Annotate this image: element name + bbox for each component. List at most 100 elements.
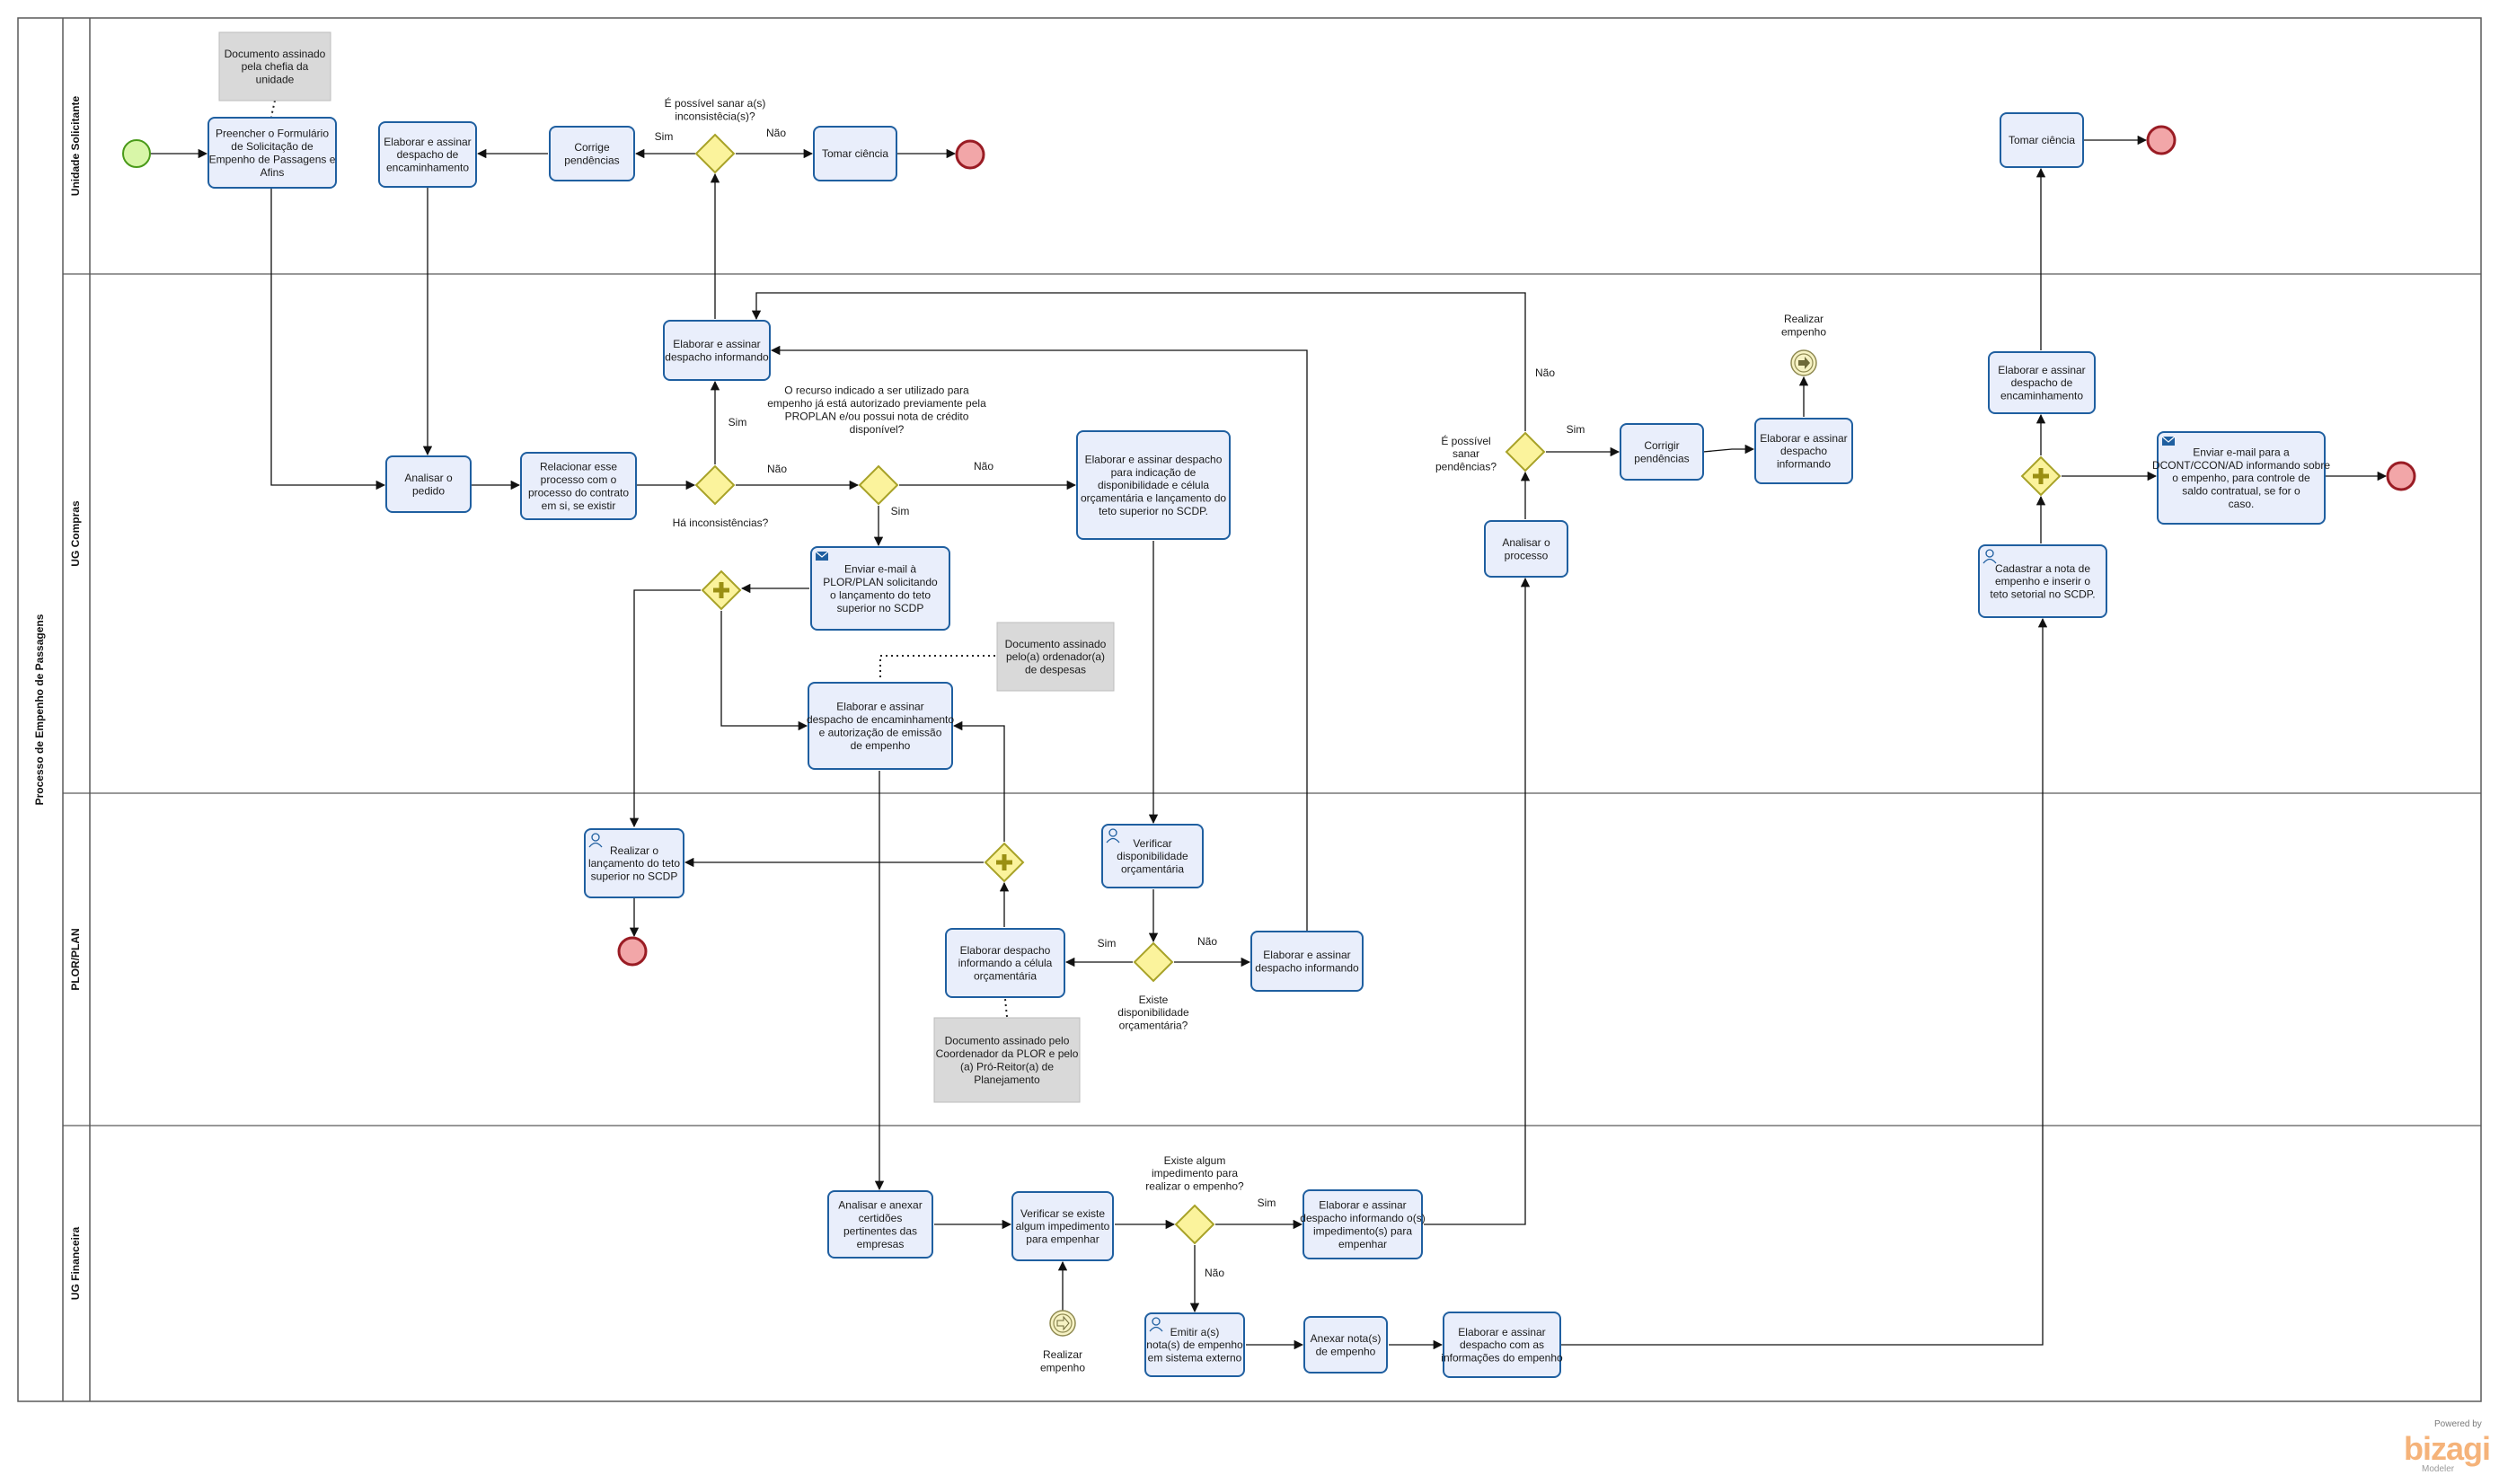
annotation-box [933,1017,1081,1103]
event-inner-ring [1053,1313,1073,1333]
task-box [378,121,477,188]
task-box [2000,112,2084,168]
exclusive-gateway [1133,941,1174,983]
gateway-diamond [1133,941,1174,983]
modeler-text: Modeler [2422,1464,2455,1474]
parallel-gateway [984,842,1025,883]
flow-label-nao: Não [767,463,787,475]
task-box [1978,544,2107,618]
task-box [1620,423,1704,481]
exclusive-gateway [694,464,736,506]
gateway-diamond [694,464,736,506]
association-line [879,655,995,681]
end-event [2386,461,2416,491]
task-box [1076,430,1231,540]
sequence-flow [770,345,1308,932]
bizagi-logo: Powered by bizagi Modeler [2397,1419,2491,1477]
task-label: Tomar ciência [822,147,888,160]
task-box [385,455,472,513]
task-label: Anexar nota(s)de empenho [1311,1332,1382,1357]
flow-label-nao: Não [1535,367,1555,379]
task-box [208,117,337,189]
start-event [122,139,151,168]
pool-title: Processo de Empenho de Passagens [33,614,46,805]
sequence-flow [952,720,1005,842]
flow-label-sim: Sim [655,130,674,143]
task-box [945,928,1065,998]
exclusive-gateway [858,464,899,506]
sequence-flow [1560,617,2048,1346]
arrow-right-icon [1056,1315,1070,1331]
user-icon [1149,1317,1163,1332]
task-tomar1[interactable]: Tomar ciência [813,126,897,181]
task-anexar[interactable]: Anexar nota(s)de empenho [1303,1316,1388,1374]
sequence-flow [1702,444,1755,455]
link-event-throw [1790,349,1817,376]
task-box [1011,1191,1114,1261]
flow-label-sim: Sim [1098,937,1117,950]
task-box [1754,418,1853,484]
parallel-gateway [2020,455,2062,497]
exclusive-gateway [1505,431,1546,473]
task-box [584,828,684,898]
plus-icon [713,582,729,598]
association-line [1004,998,1008,1018]
task-box [827,1190,933,1259]
task-box [813,126,897,181]
arrow-right-icon [1798,357,1810,369]
task-tomar2[interactable]: Tomar ciência [2000,112,2084,168]
annotation-box [218,31,331,102]
lane-title: UG Financeira [69,1226,82,1300]
flow-label-nao: Não [1197,935,1217,948]
association-line [270,100,276,118]
gateway-diamond [858,464,899,506]
sequence-flow [751,292,1526,431]
task-box [1250,931,1364,992]
task-box [1302,1189,1423,1259]
envelope-icon [2161,436,2176,446]
